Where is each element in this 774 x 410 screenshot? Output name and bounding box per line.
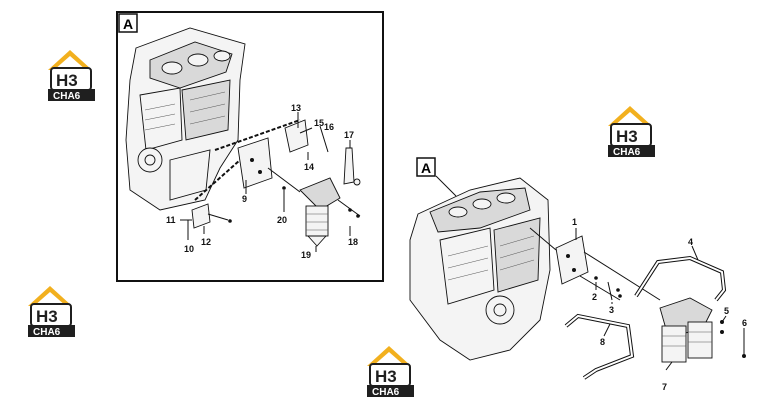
svg-text:CHA6: CHA6	[33, 327, 61, 338]
callout-15: 15	[314, 118, 324, 128]
callout-16: 16	[324, 122, 334, 132]
bracket-17	[343, 147, 355, 185]
callout-12: 12	[201, 237, 211, 247]
callout-8: 8	[600, 337, 605, 347]
svg-text:H3: H3	[56, 71, 78, 90]
bracket-plate-1	[555, 235, 589, 285]
svg-text:H3: H3	[375, 367, 397, 386]
fuel-filter-19	[305, 205, 329, 237]
svg-text:H3: H3	[616, 127, 638, 146]
svg-text:H3: H3	[36, 307, 58, 326]
engine-block-detail	[125, 27, 246, 211]
callout-5: 5	[724, 306, 729, 316]
callout-19: 19	[301, 250, 311, 260]
callout-7: 7	[662, 382, 667, 392]
callout-20: 20	[277, 215, 287, 225]
watermark-logo: H3 CHA6	[607, 105, 656, 158]
filter-head-19	[299, 177, 341, 211]
svg-text:CHA6: CHA6	[613, 147, 641, 158]
svg-text:CHA6: CHA6	[53, 91, 81, 102]
callout-3: 3	[609, 305, 614, 315]
bracket-plate-9	[237, 137, 273, 189]
watermark-logo: H3 CHA6	[47, 49, 96, 102]
callout-4: 4	[688, 237, 693, 247]
callout-10: 10	[184, 244, 194, 254]
watermark-logo: H3 CHA6	[27, 285, 76, 338]
detail-box-a: A	[116, 11, 384, 282]
svg-text:CHA6: CHA6	[372, 387, 400, 398]
callout-13: 13	[291, 103, 301, 113]
watermark-logo: H3 CHA6	[366, 345, 415, 398]
callout-17: 17	[344, 130, 354, 140]
main-view-label: A	[421, 160, 431, 176]
fuel-filter-7b	[687, 321, 713, 359]
callout-14: 14	[304, 162, 314, 172]
bracket-12	[191, 203, 211, 229]
callout-11: 11	[166, 215, 176, 225]
engine-block-main	[409, 177, 551, 361]
detail-box-label: A	[123, 16, 133, 32]
callout-2: 2	[592, 292, 597, 302]
callout-1: 1	[572, 217, 577, 227]
fuel-filter-7a	[661, 325, 687, 363]
main-view: A	[409, 157, 747, 392]
callout-18: 18	[348, 237, 358, 247]
callout-9: 9	[242, 194, 247, 204]
callout-6: 6	[742, 318, 747, 328]
